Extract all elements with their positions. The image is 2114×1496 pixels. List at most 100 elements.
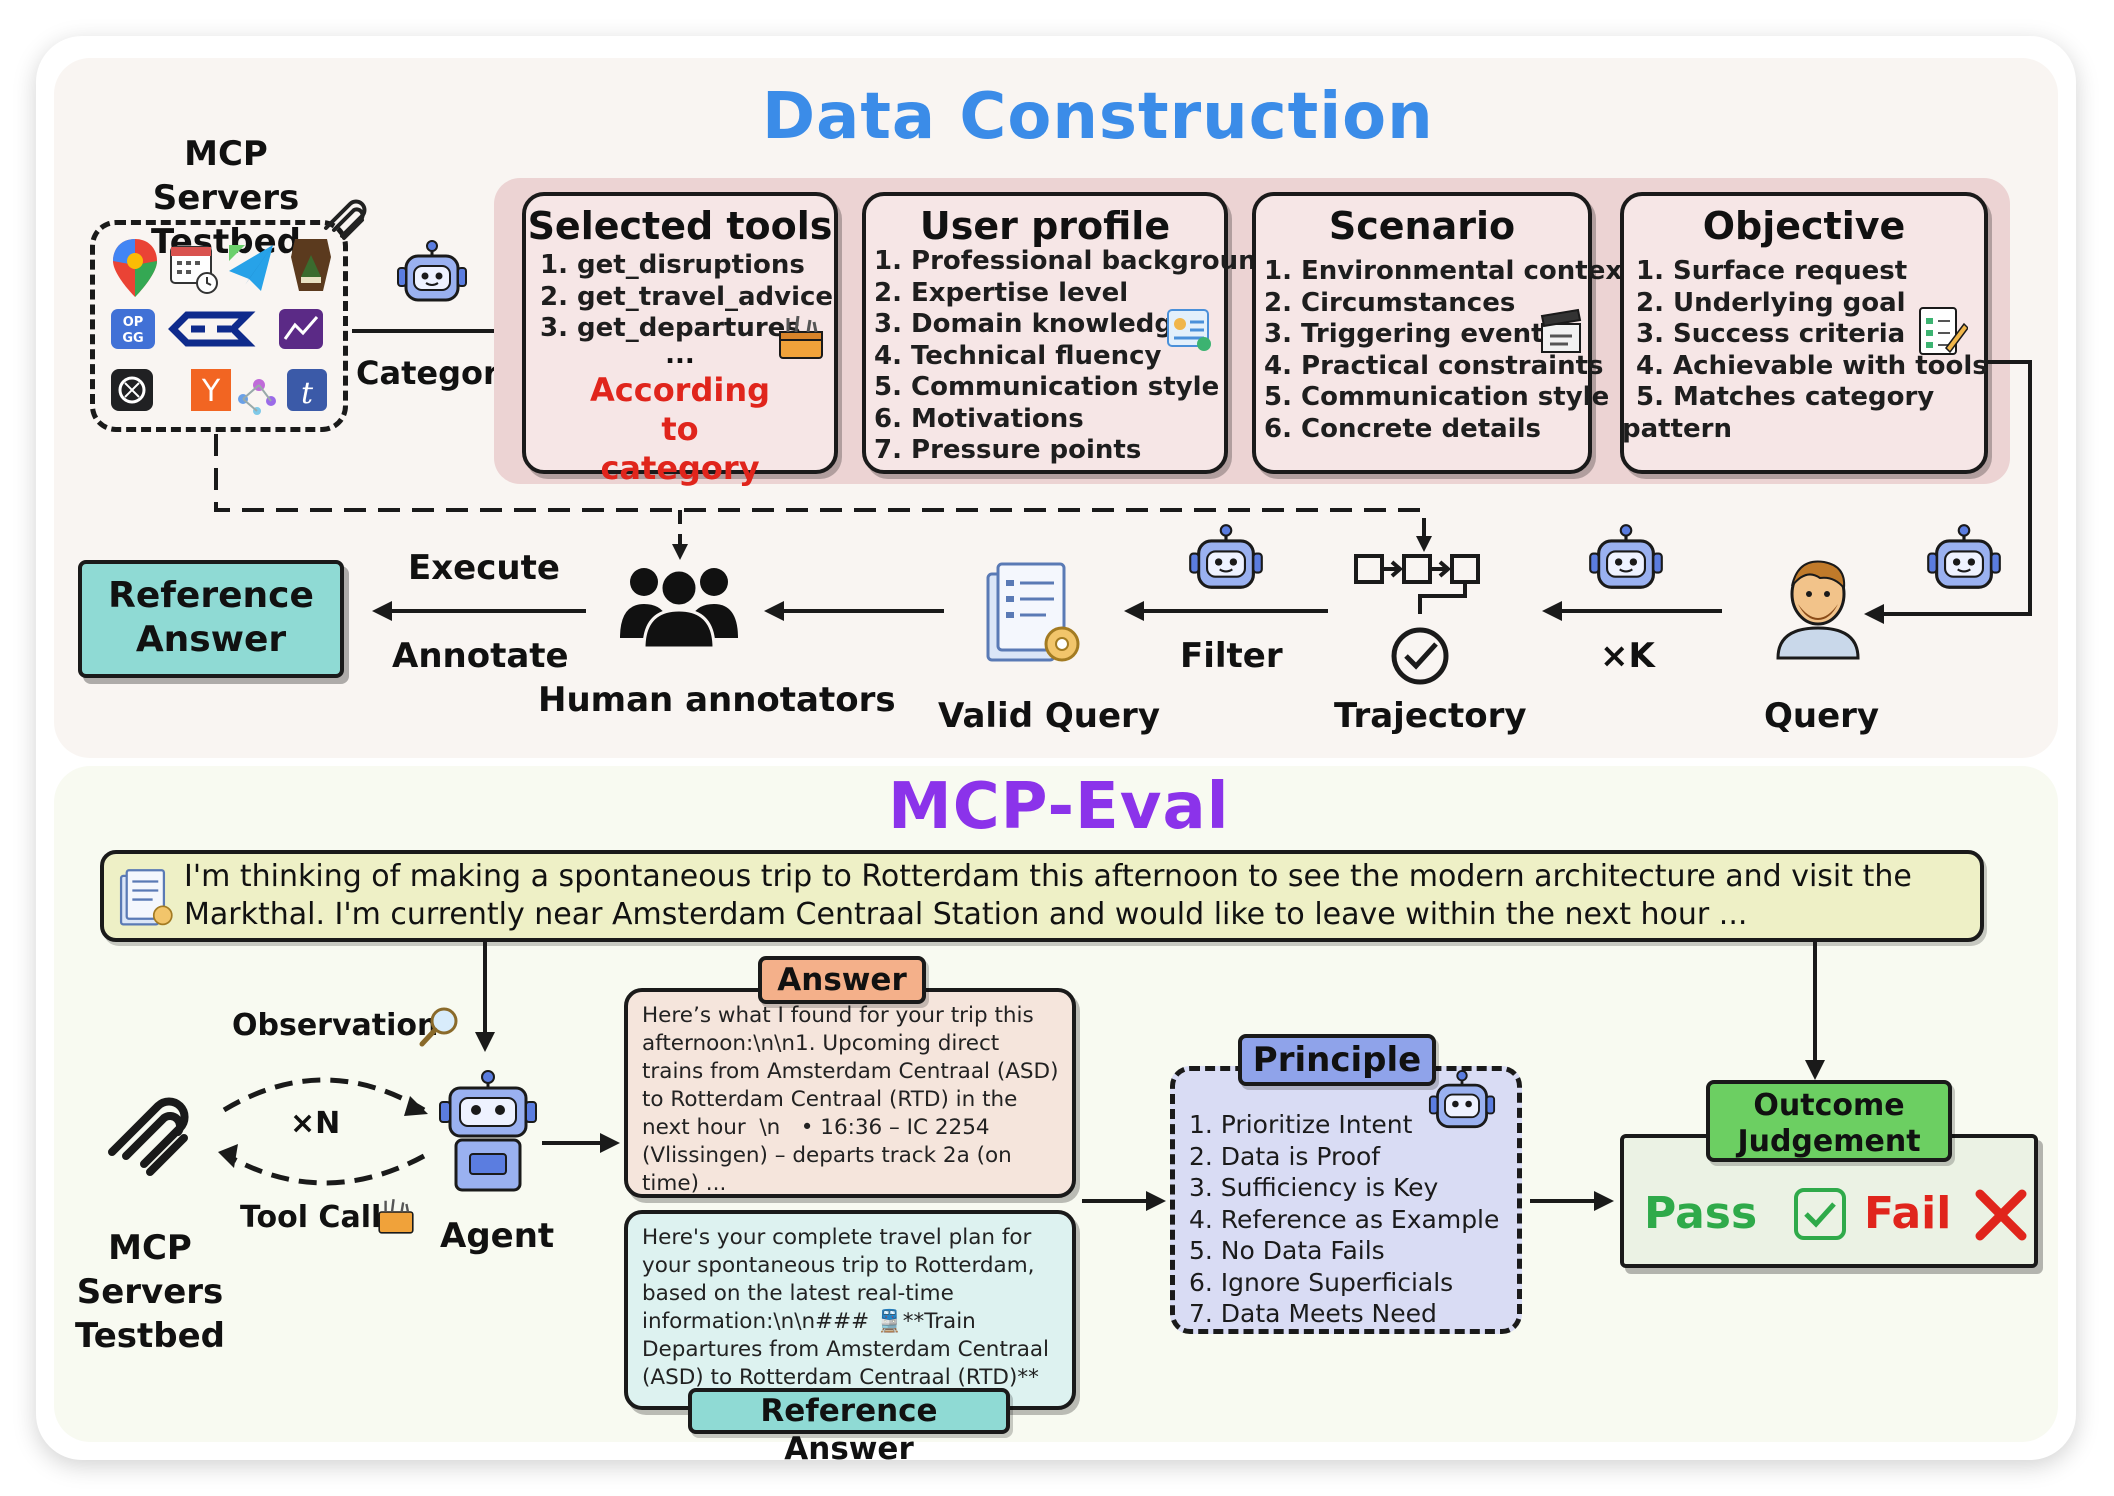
eval-query-text: I'm thinking of making a spontaneous tri…: [184, 859, 1912, 932]
reference-answer-text-box: Here's your complete travel plan for you…: [624, 1210, 1076, 1410]
magnifier-icon: [419, 1007, 458, 1047]
query-to-outcome-arrow: [1805, 942, 1825, 1080]
user-profile-title: User profile: [919, 204, 1171, 248]
query-user-icon: [1776, 560, 1860, 660]
chart-app-icon: [279, 309, 323, 349]
mcp-logo-icon: [108, 1097, 189, 1176]
user-profile-item: 4. Technical fluency: [874, 340, 1162, 371]
filter-arrow: [1124, 601, 1328, 621]
annotate-label: Annotate: [392, 636, 569, 676]
human-annotators-icon: [620, 568, 738, 650]
selected-tools-title: Selected tools: [527, 204, 833, 248]
toolbox-icon: [378, 1199, 414, 1234]
toolbox-icon: [779, 315, 823, 359]
scenario-item: 3. Triggering events: [1264, 319, 1560, 349]
query-document-icon: [119, 869, 173, 926]
observation-label: Observation: [232, 1008, 439, 1043]
agent-to-answer-arrow: [542, 1133, 620, 1153]
ycombinator-icon: Y: [191, 369, 231, 411]
agent-label: Agent: [440, 1216, 555, 1256]
profile-card-icon: [1167, 309, 1211, 351]
objective-item: 2. Underlying goal: [1636, 287, 1906, 318]
trajectory-icon: [1354, 554, 1480, 685]
annotate-arrow: [372, 601, 586, 621]
selected-tools-item: 2. get_travel_advice: [540, 281, 834, 312]
openai-icon: [111, 369, 153, 411]
selected-tools-item: 3. get_departures: [540, 313, 801, 343]
network-icon: [238, 379, 276, 415]
principle-item: 6. Ignore Superficials: [1189, 1267, 1454, 1297]
agent-tool-loop: [218, 1077, 428, 1186]
objective-item: 4. Achievable with tools: [1636, 350, 1988, 381]
outcome-judgement-tag: Outcome Judgement: [1706, 1080, 1952, 1162]
execute-label: Execute: [408, 548, 560, 588]
ns-rail-icon: [168, 311, 256, 347]
filter-label: Filter: [1180, 636, 1283, 676]
svg-text:Y: Y: [201, 374, 221, 409]
principle-item: 7. Data Meets Need: [1189, 1299, 1437, 1328]
user-profile-item: 7. Pressure points: [874, 435, 1142, 465]
objective-item: 5. Matches category: [1636, 382, 1935, 412]
according-to-category-note: According to category: [589, 370, 771, 487]
answer-tag: Answer: [758, 956, 926, 1004]
user-profile-box: User profile 1. Professional background …: [862, 192, 1276, 474]
eval-query-box: I'm thinking of making a spontaneous tri…: [100, 850, 1984, 942]
agent-answer-text: Here’s what I found for your trip this a…: [642, 1003, 1066, 1196]
pass-label: Pass: [1644, 1188, 1758, 1239]
scenario-item: 4. Practical constraints: [1264, 350, 1604, 381]
robot-icon: [1589, 524, 1663, 589]
trajectory-label: Trajectory: [1334, 696, 1527, 736]
selected-tools-ellipsis: ...: [665, 339, 695, 370]
user-profile-item: 1. Professional background: [874, 246, 1276, 276]
clapperboard-icon: [1540, 308, 1582, 353]
valid-query-document-icon: [986, 562, 1080, 662]
query-to-trajectory-arrow: [1542, 601, 1722, 621]
mcp-server-grid: OP GG Y t: [90, 220, 348, 432]
eval-testbed-label: MCP Servers Testbed: [75, 1228, 225, 1356]
robot-icon: [397, 240, 467, 302]
server-icons: OP GG Y t: [111, 239, 331, 415]
mcp-logo-icon: [324, 199, 367, 240]
times-k-label: ×K: [1600, 636, 1655, 676]
query-label: Query: [1764, 696, 1880, 736]
robot-icon: [1428, 1070, 1496, 1129]
reference-answer-tag: Reference Answer: [688, 1388, 1010, 1467]
scenario-box: Scenario 1. Environmental context 2. Cir…: [1252, 192, 1635, 474]
times-n-label: ×N: [290, 1106, 341, 1141]
svg-text:GG: GG: [122, 331, 143, 346]
scenario-item: 2. Circumstances: [1264, 287, 1516, 318]
opgg-icon: OP GG: [111, 309, 155, 349]
answers-to-principle-arrow: [1082, 1191, 1166, 1211]
paper-plane-icon: [229, 245, 273, 291]
reference-answer-box: Reference Answer: [78, 560, 344, 678]
agent-robot-icon: [439, 1070, 537, 1192]
objective-to-query-arrow: [1864, 360, 2032, 624]
testbed-label: MCP Servers Testbed: [151, 134, 301, 262]
objective-item: pattern: [1622, 413, 1732, 444]
valid-query-label: Valid Query: [938, 696, 1160, 736]
user-profile-item: 6. Motivations: [874, 403, 1084, 434]
reference-answer-text: Here's your complete travel plan for you…: [642, 1225, 1056, 1410]
data-construction-title: Data Construction: [762, 80, 1434, 154]
principle-tag: Principle: [1238, 1034, 1436, 1086]
calendar-icon: [170, 246, 218, 294]
checklist-icon: [1919, 307, 1968, 355]
scenario-item: 6. Concrete details: [1264, 413, 1541, 444]
objective-box: Objective 1. Surface request 2. Underlyi…: [1620, 192, 1988, 474]
park-badge-icon: [291, 239, 331, 291]
category-label: Category: [356, 354, 520, 392]
objective-item: 3. Success criteria: [1636, 319, 1906, 349]
principle-item: 3. Sufficiency is Key: [1189, 1173, 1439, 1202]
principle-item: 2. Data is Proof: [1189, 1141, 1381, 1171]
fail-label: Fail: [1864, 1188, 1952, 1239]
agent-answer-box: Here’s what I found for your trip this a…: [624, 988, 1076, 1198]
maps-pin-icon: [113, 239, 157, 297]
selected-tools-item: 1. get_disruptions: [540, 250, 805, 280]
principle-item: 1. Prioritize Intent: [1189, 1110, 1413, 1139]
objective-title: Objective: [1702, 204, 1906, 248]
tumblr-icon: t: [287, 369, 327, 411]
scenario-item: 1. Environmental context: [1264, 256, 1635, 286]
scenario-title: Scenario: [1328, 204, 1516, 248]
principle-to-outcome-arrow: [1530, 1191, 1614, 1211]
query-to-agent-arrow: [475, 942, 495, 1052]
